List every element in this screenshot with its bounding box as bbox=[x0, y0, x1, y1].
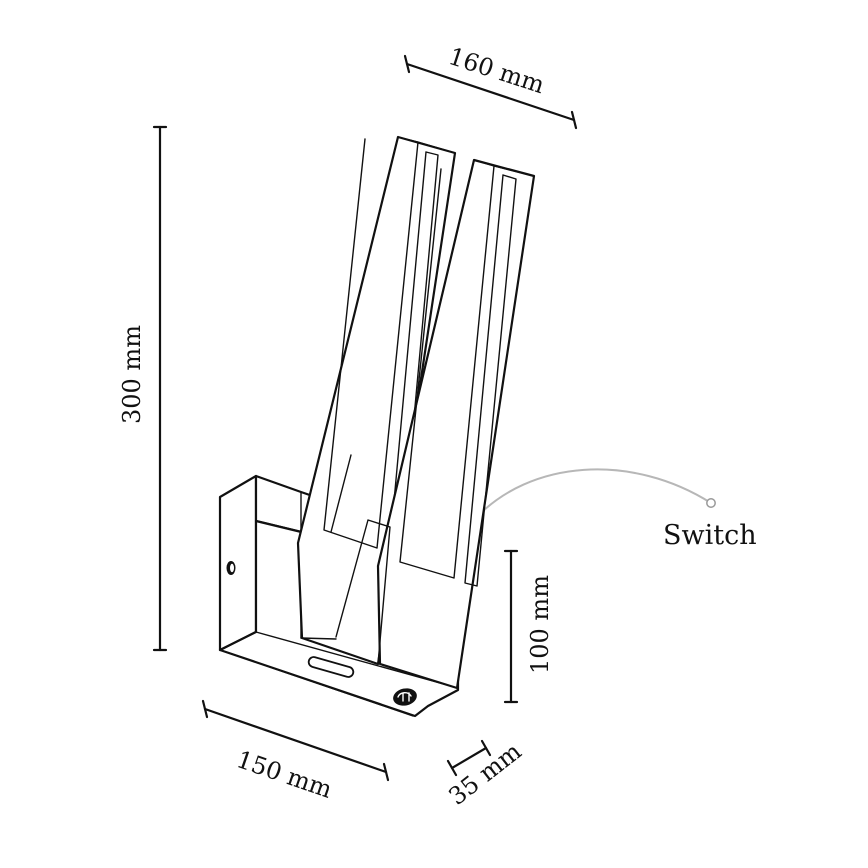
left-light-bar-details bbox=[297, 136, 456, 639]
base-height-dimension: 100 mm bbox=[503, 549, 554, 704]
wall-lamp-drawing bbox=[218, 135, 536, 718]
height-label: 300 mm bbox=[118, 325, 146, 424]
bottom-width-right-tick bbox=[382, 762, 390, 782]
top-width-dimension: 160 mm bbox=[403, 42, 578, 130]
top-width-dimension-line bbox=[405, 62, 576, 122]
top-width-right-tick bbox=[570, 110, 578, 130]
top-width-left-tick bbox=[403, 54, 411, 74]
side-screw-icon-highlight bbox=[230, 563, 234, 573]
bar-gap-lines bbox=[300, 454, 391, 665]
bottom-width-left-tick bbox=[201, 699, 209, 719]
bottom-width-dimension-line bbox=[203, 707, 388, 774]
switch-callout-dot bbox=[706, 498, 716, 508]
top-width-label: 160 mm bbox=[445, 42, 548, 99]
base-slot bbox=[307, 656, 355, 678]
switch-button-icon bbox=[393, 688, 417, 706]
switch-label: Switch bbox=[663, 520, 757, 551]
bottom-width-label: 150 mm bbox=[233, 745, 336, 804]
bottom-width-dimension: 150 mm bbox=[201, 699, 390, 804]
base-left-side bbox=[218, 474, 258, 652]
switch-button-symbol bbox=[397, 692, 412, 702]
height-dimension: 300 mm bbox=[118, 125, 168, 652]
depth-dimension: 35 mm bbox=[443, 737, 526, 811]
depth-left-tick bbox=[446, 759, 458, 777]
base-height-label: 100 mm bbox=[526, 575, 554, 674]
depth-dimension-line bbox=[450, 746, 488, 770]
right-light-bar-details bbox=[377, 159, 535, 665]
depth-right-tick bbox=[480, 739, 492, 757]
